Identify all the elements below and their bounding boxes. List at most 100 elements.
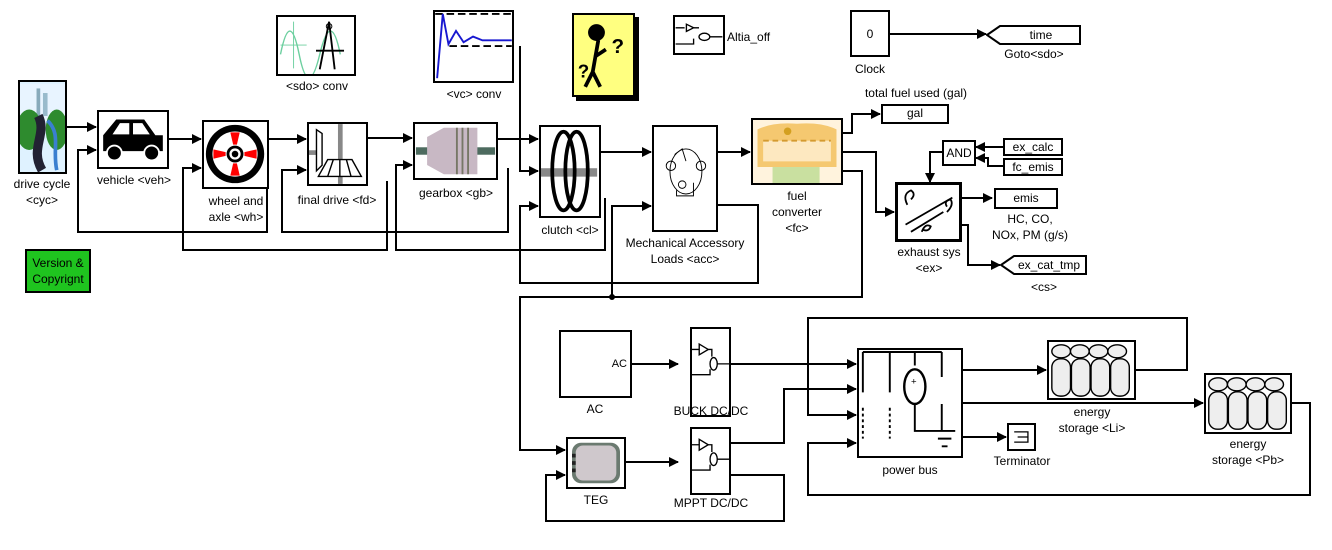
gearbox-label: gearbox <gb> [418,186,494,200]
teg-module-icon [572,442,620,484]
and-gate-label: AND [946,146,972,160]
mppt-dcdc-block[interactable] [690,427,731,495]
altia-label: Altia_off [727,30,771,44]
label-line: converter [771,205,823,219]
engine-accessory-icon [665,148,707,197]
wire [731,384,857,444]
ac-block[interactable]: AC [559,330,632,398]
label-line: <fc> [785,221,809,235]
svg-text:+: + [911,377,917,388]
pb-storage-label: energy storage <Pb> [1196,436,1300,468]
goto-time-label: Goto<sdo> [1004,47,1064,61]
wire [77,145,268,233]
wire [843,151,895,217]
label-line: wheel and [208,194,264,208]
terminator-label: Terminator [993,454,1051,468]
clock-block[interactable]: 0 [850,10,890,57]
drive-cycle-label: drive cycle <cyc> [0,176,84,208]
ex-calc-value: ex_calc [1012,140,1054,154]
buck-dcdc-block[interactable] [690,327,731,417]
engine-icon [757,123,837,183]
exhaust-swirl-icon [904,189,953,233]
mppt-label: MPPT DC/DC [673,496,749,510]
help-block[interactable]: ? ? [572,13,635,97]
label-line: Mechanical Accessory [625,236,745,250]
power-bus-block[interactable]: + [857,348,963,458]
label-line: <cyc> [25,193,58,207]
fuel-converter-block[interactable] [751,118,843,185]
altia-switch-block[interactable] [673,15,725,55]
label-line: storage <Pb> [1211,453,1285,467]
label-line: exhaust sys [897,245,961,259]
li-storage-block[interactable] [1047,340,1136,400]
label-line: energy [1229,437,1267,451]
label-line: Loads <acc> [650,252,720,266]
sdo-conv-label: <sdo> conv [285,79,349,93]
vehicle-label: vehicle <veh> [96,173,172,187]
fuel-used-display[interactable]: gal [881,104,949,124]
exhaust-label: exhaust sys <ex> [885,244,973,276]
emis-display[interactable]: emis [994,188,1058,209]
car-icon [103,119,163,162]
clutch-block[interactable] [539,125,601,218]
goto-time-tag[interactable] [986,24,1082,46]
wheel-label: wheel and axle <wh> [195,193,277,225]
ac-port-label: AC [611,358,627,370]
fuel-used-title: total fuel used (gal) [864,86,968,100]
label-line: storage <Li> [1058,421,1126,435]
wire [281,165,509,233]
ex-cat-tmp-tag[interactable] [1000,254,1088,276]
emis-label: HC, CO, NOx, PM (g/s) [985,211,1075,243]
power-bus-label: power bus [882,463,938,477]
wire [611,201,652,297]
fuel-converter-label: fuel converter <fc> [752,188,842,236]
exhaust-system-block[interactable] [895,182,962,242]
terminator-block[interactable] [1007,423,1036,451]
step-response-icon [435,12,512,79]
goto-time-value: time [1029,28,1053,42]
wire [519,201,759,284]
label-line: <ex> [915,261,943,275]
battery-cells-icon [1208,377,1288,430]
power-bus-icon: + [861,351,956,448]
and-gate-block[interactable]: AND [942,140,976,166]
fuel-used-value: gal [906,106,923,120]
label-line: energy [1073,405,1111,419]
clock-value: 0 [866,27,874,41]
drive-cycle-block[interactable] [18,80,67,174]
accessory-label: Mechanical Accessory Loads <acc> [612,235,758,267]
wire [395,160,606,251]
mechanical-accessory-block[interactable] [652,125,718,232]
label-line: drive cycle [13,177,71,191]
thinking-figure-icon: ? ? [578,24,624,88]
pb-storage-block[interactable] [1204,373,1292,434]
vehicle-block[interactable] [97,110,169,169]
ex-calc-constant[interactable]: ex_calc [1003,138,1063,156]
sdo-conv-block[interactable] [276,15,356,76]
wire [807,402,1311,496]
label-line: NOx, PM (g/s) [991,228,1068,242]
clock-label: Clock [854,62,885,76]
label-line: HC, CO, [1007,212,1053,226]
ac-label: AC [586,402,604,416]
teg-label: TEG [583,493,609,507]
switch-icon [692,342,729,376]
ex-cat-tmp-label: <cs> [1030,280,1057,294]
li-storage-label: energy storage <Li> [1040,404,1144,436]
switch-icon [692,438,729,471]
version-copyright-button[interactable]: Version & Copyrignt [25,249,91,293]
gearbox-icon [415,127,496,175]
wire [843,109,881,134]
vc-conv-block[interactable] [433,10,514,83]
terminator-icon [1014,431,1029,443]
wire [519,170,863,455]
svg-text:?: ? [611,35,624,58]
fc-emis-constant[interactable]: fc_emis [1003,158,1063,176]
final-drive-block[interactable] [307,122,368,186]
wire [182,163,388,251]
wheel-axle-block[interactable] [202,120,269,189]
teg-block[interactable] [566,437,626,489]
gearbox-block[interactable] [413,122,498,180]
wire [975,153,1003,167]
